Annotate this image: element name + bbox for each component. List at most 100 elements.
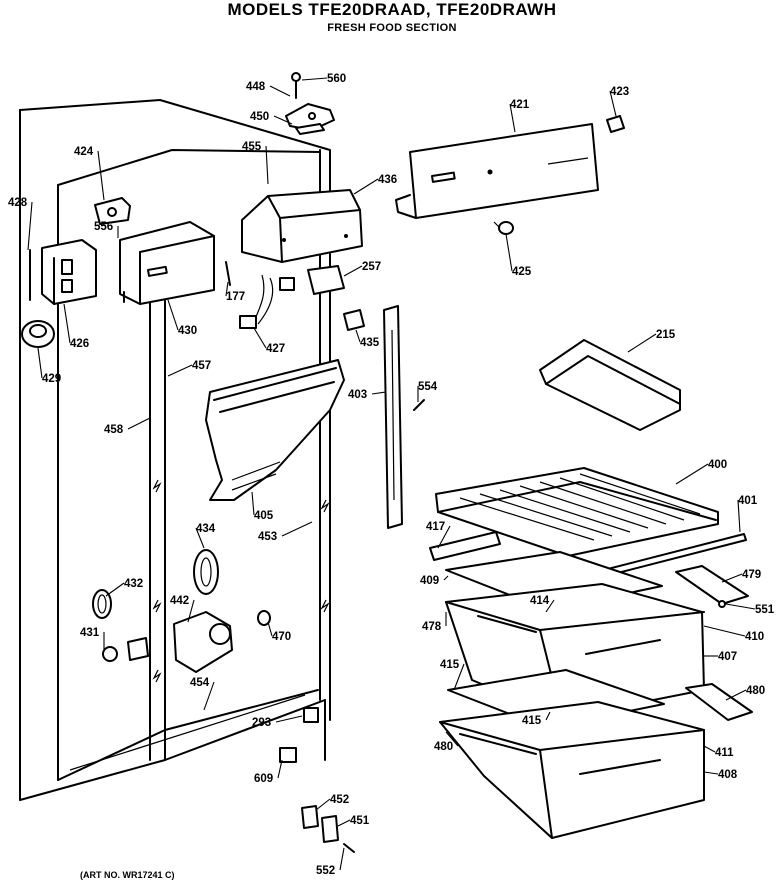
callout-552: 552 <box>316 865 335 877</box>
callout-401: 401 <box>738 495 758 507</box>
page-title: MODELS TFE20DRAAD, TFE20DRAWH <box>227 0 557 19</box>
callout-431: 431 <box>80 627 100 639</box>
fan-442 <box>173 611 233 673</box>
callout-409: 409 <box>420 575 439 587</box>
bulb-470 <box>257 610 271 626</box>
callout-407: 407 <box>718 651 737 663</box>
callout-426: 426 <box>70 338 89 350</box>
callout-415: 415 <box>440 659 460 671</box>
callout-leader-470 <box>267 621 273 637</box>
callout-436: 436 <box>378 174 397 186</box>
shelf-400 <box>435 467 719 557</box>
callout-leader-479 <box>721 573 743 583</box>
callout-leader-423 <box>609 90 617 117</box>
callout-414: 414 <box>530 595 550 607</box>
callout-425: 425 <box>512 266 532 278</box>
callout-442: 442 <box>170 595 189 607</box>
bracket-452 <box>301 805 319 829</box>
callout-415: 415 <box>522 715 542 727</box>
spring-432 <box>92 589 112 619</box>
rail-421 <box>395 123 599 219</box>
callout-560: 560 <box>327 73 346 85</box>
slide-479 <box>675 565 749 605</box>
callout-417: 417 <box>426 521 445 533</box>
harness-427 <box>239 274 295 329</box>
callout-411: 411 <box>715 747 734 759</box>
housing-436 <box>241 189 363 263</box>
callout-leader-426 <box>63 303 71 344</box>
slide-480 <box>685 683 753 721</box>
callout-428: 428 <box>8 197 28 209</box>
callout-leader-257 <box>343 265 363 277</box>
callout-leader-177 <box>225 281 229 297</box>
callout-leader-451 <box>337 819 351 827</box>
callout-457: 457 <box>192 360 211 372</box>
callout-leader-480 <box>725 689 747 701</box>
screw-560 <box>291 72 301 99</box>
screw-552 <box>343 843 355 853</box>
callout-leader-429 <box>37 347 43 379</box>
callout-leader-405 <box>251 491 255 516</box>
section-subtitle: FRESH FOOD SECTION <box>327 22 457 34</box>
callout-400: 400 <box>708 459 727 471</box>
callout-leader-448 <box>269 85 291 97</box>
part-609 <box>279 747 297 763</box>
knob-423 <box>606 115 625 133</box>
callout-478: 478 <box>422 621 442 633</box>
callout-leader-552 <box>339 847 345 871</box>
callout-leader-442 <box>187 599 195 623</box>
part-293 <box>303 707 319 723</box>
callout-leader-421 <box>509 103 516 133</box>
callout-leader-414 <box>545 599 555 613</box>
plug-257 <box>307 265 345 295</box>
callout-leader-453 <box>281 521 313 537</box>
callout-430: 430 <box>178 325 197 337</box>
callout-leader-428 <box>27 201 33 251</box>
callout-leader-400 <box>675 463 709 485</box>
callout-leader-403 <box>371 391 387 395</box>
callout-leader-450 <box>273 115 293 125</box>
bracket-451 <box>321 815 339 843</box>
bulb-425 <box>493 221 514 235</box>
callout-leader-480 <box>445 731 459 747</box>
callout-leader-455 <box>265 145 269 185</box>
callout-480: 480 <box>434 741 453 753</box>
callout-410: 410 <box>745 631 764 643</box>
switch-424 <box>94 197 131 225</box>
callout-427: 427 <box>266 343 285 355</box>
parts-431 <box>102 637 149 662</box>
callout-434: 434 <box>196 523 216 535</box>
callout-leader-458 <box>127 417 151 430</box>
callout-leader-409 <box>443 575 449 581</box>
callout-leader-436 <box>353 178 379 195</box>
callout-leader-293 <box>275 715 303 723</box>
screw-554 <box>413 399 425 411</box>
callout-479: 479 <box>742 569 761 581</box>
hinge-450 <box>285 103 335 135</box>
duct-405 <box>205 359 345 501</box>
dial-429 <box>21 320 55 348</box>
callout-408: 408 <box>718 769 738 781</box>
callout-293: 293 <box>252 717 271 729</box>
callout-leader-411 <box>703 745 716 753</box>
callout-257: 257 <box>362 261 381 273</box>
callout-215: 215 <box>656 329 676 341</box>
control-426 <box>29 239 97 305</box>
callout-454: 454 <box>190 677 210 689</box>
callout-435: 435 <box>360 337 380 349</box>
callout-leader-435 <box>355 329 361 343</box>
callout-551: 551 <box>755 604 775 616</box>
screw-551 <box>718 600 726 608</box>
callout-453: 453 <box>258 531 277 543</box>
callout-leader-457 <box>167 364 193 377</box>
callout-554: 554 <box>418 381 438 393</box>
callout-leader-560 <box>301 77 328 81</box>
art-number: (ART NO. WR17241 C) <box>80 870 175 880</box>
callout-448: 448 <box>246 81 266 93</box>
callout-leader-609 <box>277 759 283 779</box>
callout-421: 421 <box>510 99 530 111</box>
callout-609: 609 <box>254 773 273 785</box>
